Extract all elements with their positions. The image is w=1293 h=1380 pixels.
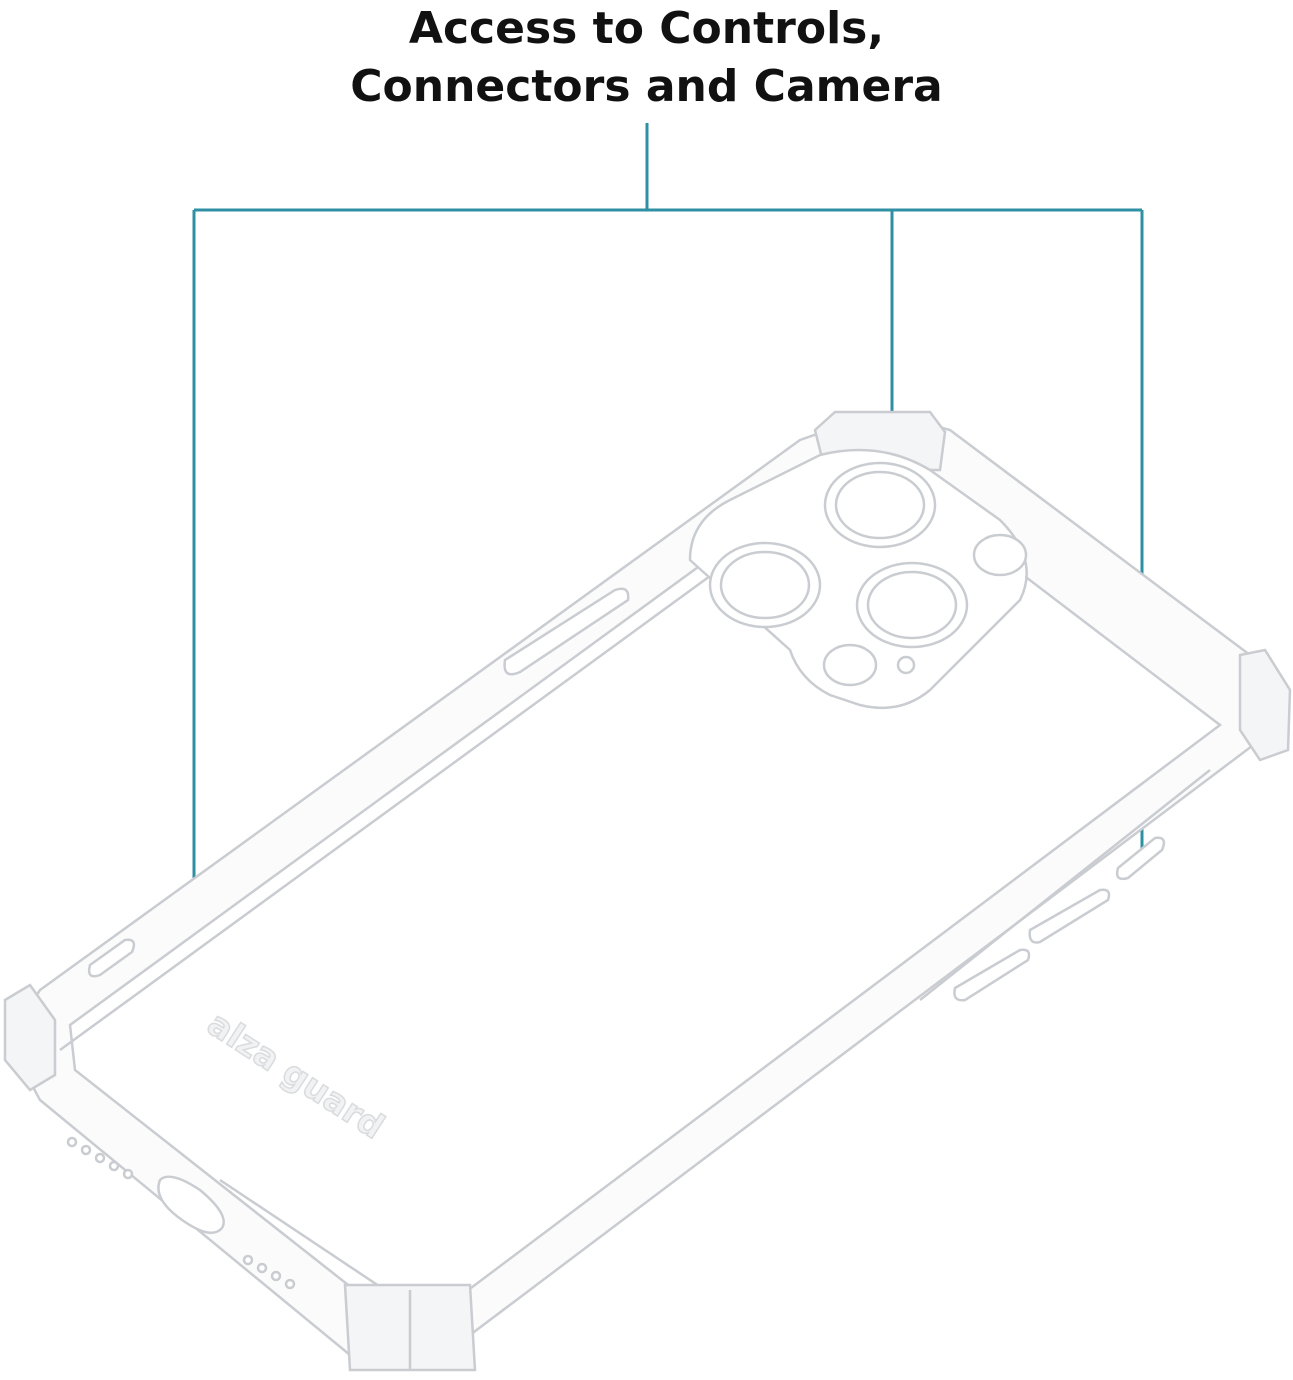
heading-line-2: Connectors and Camera (350, 61, 943, 112)
speaker-holes-left (66, 1136, 134, 1180)
corner-bumpers (3, 410, 1292, 1372)
mic-cutout (896, 655, 916, 675)
camera-lens-right (855, 561, 969, 649)
volume-up-cutout (1028, 888, 1111, 944)
mute-switch-cutout (1115, 836, 1166, 881)
bumper-right-corner (1238, 648, 1292, 762)
heading-line-1: Access to Controls, (408, 3, 885, 54)
bottom-ports (66, 1136, 296, 1290)
bumper-left-corner (3, 983, 57, 1092)
flash-cutout (972, 533, 1028, 577)
camera-lens-top (823, 461, 937, 549)
feature-heading: Access to Controls, Connectors and Camer… (0, 0, 1293, 116)
sim-cutout (87, 938, 136, 978)
lidar-cutout (822, 643, 878, 687)
charging-port-cutout (157, 1175, 225, 1235)
speaker-holes-right (242, 1254, 296, 1290)
camera-module (688, 448, 1028, 710)
volume-down-cutout (953, 948, 1031, 1002)
power-button-cutout (503, 587, 630, 676)
camera-lens-left (708, 541, 822, 629)
button-cutouts (87, 587, 1166, 1002)
